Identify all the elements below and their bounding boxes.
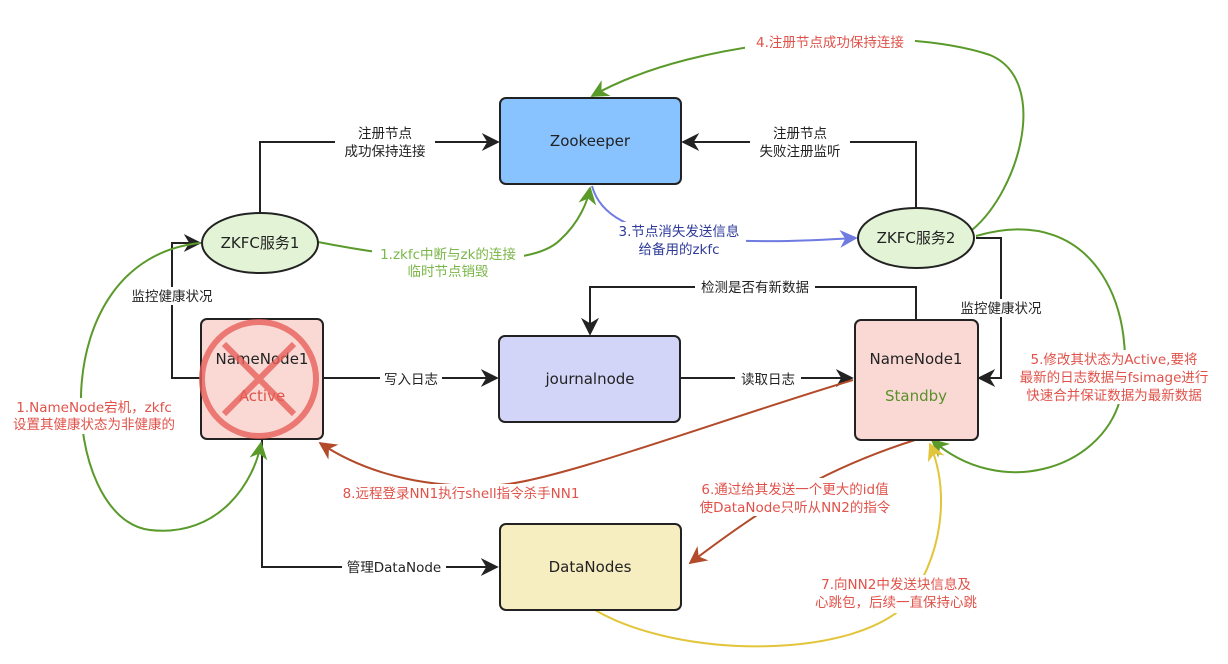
step-8-label: 8.远程登录NN1执行shell指令杀手NN1 <box>330 484 592 502</box>
node-zookeeper: Zookeeper <box>499 97 682 185</box>
step-1b-label: 1.zkfc中断与zk的连接 临时节点销毁 <box>372 246 524 280</box>
label-zkfc2-register-line2: 失败注册监听 <box>760 144 841 160</box>
node-journalnode: journalnode <box>498 335 681 423</box>
node-zkfc2: ZKFC服务2 <box>857 207 975 269</box>
curve-step8 <box>318 379 854 487</box>
step-7-label: 7.向NN2中发送块信息及 心跳包，后续一直保持心跳 <box>808 575 996 613</box>
edge-monitor-nn1 <box>171 234 202 379</box>
monitor2-text: 监控健康状况 <box>961 300 1042 317</box>
step8-text: 8.远程登录NN1执行shell指令杀手NN1 <box>343 486 580 502</box>
monitor1-text: 监控健康状况 <box>132 288 213 305</box>
journalnode-label: journalnode <box>544 370 634 388</box>
node-namenode-active: NameNode1 Active <box>199 318 324 440</box>
step6-line1: 6.通过给其发送一个更大的id值 <box>701 482 888 498</box>
failure-cross-icon <box>199 319 319 439</box>
step-1-label: 1.NameNode宕机，zkfc 设置其健康状态为非健康的 <box>4 398 184 434</box>
zkfc1-label: ZKFC服务1 <box>221 234 300 252</box>
label-zkfc2-register: 注册节点 失败注册监听 <box>750 122 850 162</box>
step3-line2: 给备用的zkfc <box>638 241 719 258</box>
step6-line2: 使DataNode只听从NN2的指令 <box>700 499 891 516</box>
read-log-text: 读取日志 <box>741 372 795 388</box>
step1b-line1: 1.zkfc中断与zk的连接 <box>380 246 516 263</box>
label-write-log: 写入日志 <box>380 370 442 388</box>
label-monitor-1: 监控健康状况 <box>125 287 220 305</box>
step1b-line2: 临时节点销毁 <box>408 264 489 280</box>
curve-step4 <box>590 37 1025 231</box>
label-check-data: 检测是否有新数据 <box>695 278 815 296</box>
node-zkfc1: ZKFC服务1 <box>201 212 319 274</box>
label-manage-datanode: 管理DataNode <box>342 558 446 576</box>
step1-line2: 设置其健康状态为非健康的 <box>13 416 175 433</box>
manage-dn-text: 管理DataNode <box>347 560 441 576</box>
step3-line1: 3.节点消失发送信息 <box>619 223 740 240</box>
step-3-label: 3.节点消失发送信息 给备用的zkfc <box>612 222 746 258</box>
node-namenode-standby: NameNode1 Standby <box>854 319 979 441</box>
label-zkfc2-register-line1: 注册节点 <box>773 126 827 142</box>
nn2-name: NameNode1 <box>870 350 963 368</box>
step5-line3: 快速合并保证数据为最新数据 <box>1026 388 1202 404</box>
write-log-text: 写入日志 <box>384 372 438 388</box>
step4-text: 4.注册节点成功保持连接 <box>756 34 904 51</box>
zookeeper-label: Zookeeper <box>550 132 631 150</box>
curve-step1-loop <box>79 242 268 532</box>
label-zkfc1-register: 注册节点 成功保持连接 <box>335 122 435 162</box>
zkfc2-label: ZKFC服务2 <box>877 229 956 247</box>
edge-manage-datanode <box>261 440 499 576</box>
step7-line2: 心跳包，后续一直保持心跳 <box>815 595 977 611</box>
label-read-log: 读取日志 <box>735 370 801 388</box>
label-zkfc1-register-line2: 成功保持连接 <box>345 143 426 160</box>
step7-line1: 7.向NN2中发送块信息及 <box>821 576 971 593</box>
label-zkfc1-register-line1: 注册节点 <box>358 126 412 142</box>
step-4-label: 4.注册节点成功保持连接 <box>745 33 915 51</box>
nn2-state: Standby <box>885 387 947 405</box>
step-5-label: 5.修改其状态为Active,要将 最新的日志数据与fsimage进行 快速合并… <box>1012 350 1224 404</box>
node-datanodes: DataNodes <box>499 523 682 611</box>
step-6-label: 6.通过给其发送一个更大的id值 使DataNode只听从NN2的指令 <box>688 478 902 516</box>
step1-line1: 1.NameNode宕机，zkfc <box>16 400 172 416</box>
step5-line1: 5.修改其状态为Active,要将 <box>1031 352 1198 368</box>
label-monitor-2: 监控健康状况 <box>955 299 1050 317</box>
check-data-text: 检测是否有新数据 <box>701 280 809 296</box>
step5-line2: 最新的日志数据与fsimage进行 <box>1020 370 1209 386</box>
datanodes-label: DataNodes <box>549 558 632 576</box>
